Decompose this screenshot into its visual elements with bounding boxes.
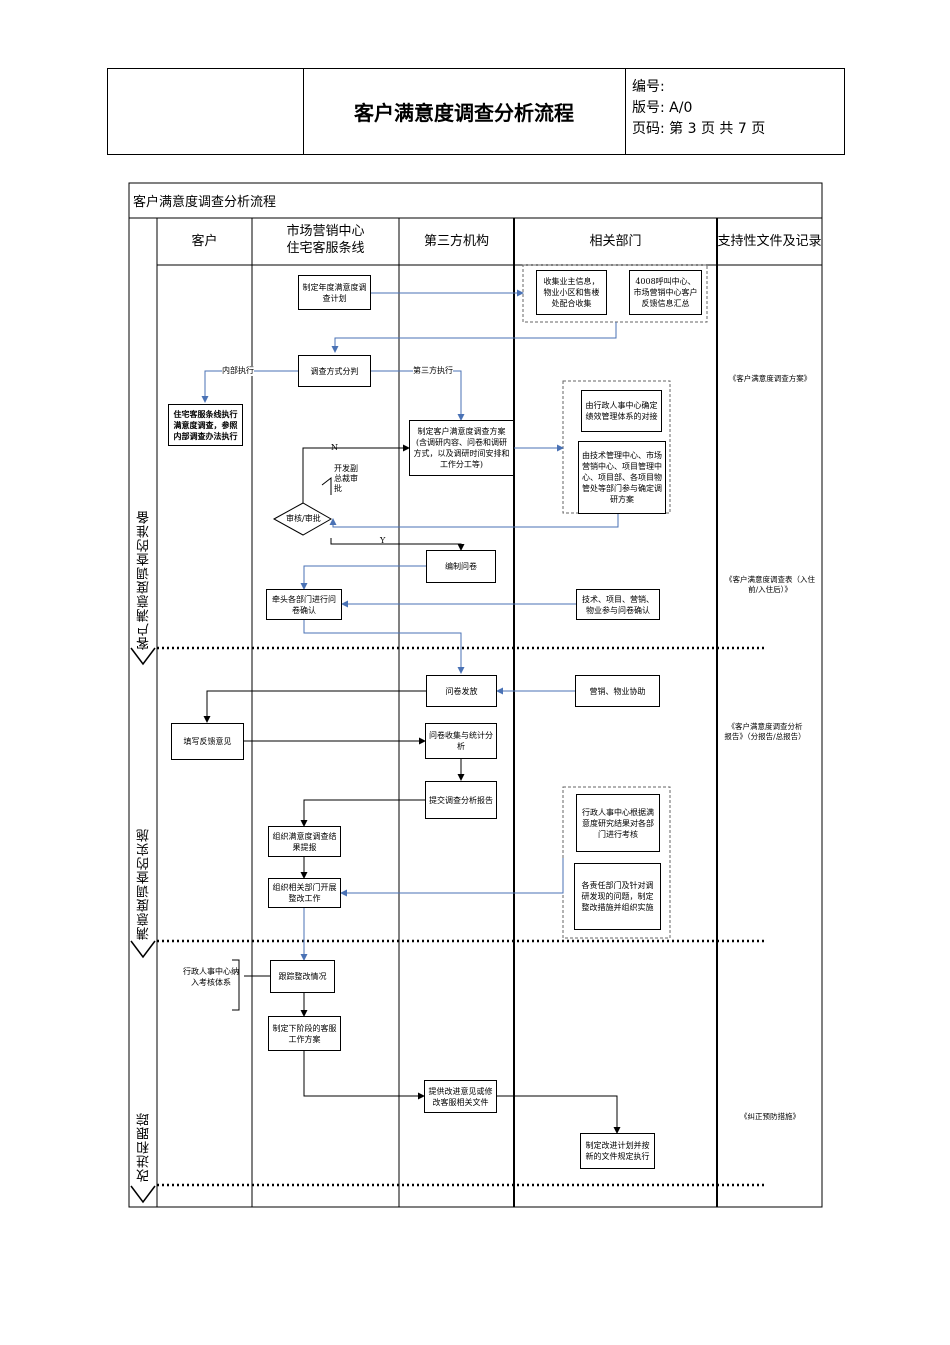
page-label: 页码: <box>632 121 665 137</box>
doc-plan: 《客户满意度调查方案》 <box>728 374 812 383</box>
box-hr-confirm: 由行政人事中心确定绩效管理体系的对接 <box>581 390 662 432</box>
box-collect-stats: 问卷收集与统计分析 <box>425 723 497 759</box>
box-improve-plan: 制定改进计划并按新的文件规定执行 <box>580 1133 655 1169</box>
column-marketing-line2: 住宅客服条线 <box>286 241 365 256</box>
document-title: 客户满意度调查分析流程 <box>303 69 626 154</box>
label-review-approve: 审核/审批 <box>286 514 321 523</box>
label-vp-review: 开发副总裁审批 <box>334 464 364 494</box>
doc-corrective: 《纠正预防措施》 <box>740 1112 800 1121</box>
version-label: 版号: <box>632 100 665 116</box>
column-third-party: 第三方机构 <box>423 234 489 249</box>
phase-preparation: 客户满意度调查的准备 <box>137 510 152 650</box>
version-value: A/0 <box>669 100 693 116</box>
box-collect-owner: 收集业主信息，物业小区和售楼处配合收集 <box>536 270 607 315</box>
box-hr-assess: 行政人事中心根据满意度研究结果对各部门进行考核 <box>576 794 660 852</box>
edge-label-internal: 内部执行 <box>222 366 254 376</box>
box-organize-rectify: 组织相关部门开展整改工作 <box>268 878 341 908</box>
phase-implementation: 满意度调查的实施 <box>137 828 152 940</box>
column-marketing: 市场营销中心 住宅客服条线 <box>252 223 399 257</box>
box-sales-assist: 营销、物业协助 <box>575 675 660 707</box>
box-lead-confirm: 牵头各部门进行问卷确认 <box>266 589 342 620</box>
column-marketing-line1: 市场营销中心 <box>286 224 365 239</box>
doc-questionnaire: 《客户满意度调查表（入住前/入住后）》 <box>725 575 815 594</box>
column-documents: 支持性文件及记录 <box>717 234 822 249</box>
column-departments: 相关部门 <box>589 234 642 249</box>
label-hr-include: 行政人事中心纳入考核体系 <box>183 967 239 987</box>
flowchart-title: 客户满意度调查分析流程 <box>133 195 277 210</box>
document-header: 客户满意度调查分析流程 编号: 版号: A/0 页码: 第 3 页 共 7 页 <box>107 68 845 155</box>
edge-label-no: N <box>331 443 338 452</box>
box-feedback: 填写反馈意见 <box>171 723 244 760</box>
label-vp-review-text: 开发副总裁审批 <box>334 464 358 493</box>
box-dept-questionnaire: 技术、项目、营销、物业参与问卷确认 <box>576 589 660 620</box>
box-report-result: 组织满意度调查结果提报 <box>268 826 341 857</box>
box-survey-plan: 制定客户满意度调查方案(含调研内容、问卷和调研方式，以及调研时间安排和工作分工等… <box>409 420 514 476</box>
page-number: 第 3 页 共 7 页 <box>669 121 766 137</box>
edge-label-yes: Y <box>380 536 386 545</box>
box-next-plan: 制定下阶段的客服工作方案 <box>268 1016 341 1051</box>
box-distribute: 问卷发放 <box>426 675 497 707</box>
decision-diamond <box>272 502 333 536</box>
box-dept-rectify: 各责任部门及针对调研发现的问题，制定整改措施并组织实施 <box>574 863 661 930</box>
doc-report: 《客户满意度调查分析报告》（分报告/总报告） <box>724 722 806 741</box>
box-tech-confirm: 由技术管理中心、市场营销中心、项目管理中心、项目部、各项目物管处等部门参与确定调… <box>578 441 666 514</box>
code-label: 编号: <box>632 79 665 95</box>
edge-label-third: 第三方执行 <box>413 366 453 376</box>
box-track: 跟踪整改情况 <box>270 960 335 993</box>
box-internal-exec: 住宅客服条线执行满意度调查，参照内部调查办法执行 <box>168 404 243 446</box>
box-improve-docs: 提供改进意见或修改客服相关文件 <box>424 1080 497 1113</box>
box-hotline: 4008呼叫中心、市场营销中心客户反馈信息汇总 <box>629 270 702 315</box>
phase-improvement: 改进和跟踪 <box>137 1112 152 1182</box>
box-submit-report: 提交调查分析报告 <box>425 781 497 819</box>
box-annual-plan: 制定年度满意度调查计划 <box>298 275 371 310</box>
column-customer: 客户 <box>191 234 218 249</box>
box-survey-method: 调查方式分判 <box>298 355 371 387</box>
document-meta: 编号: 版号: A/0 页码: 第 3 页 共 7 页 <box>632 77 765 140</box>
header-logo-cell <box>108 69 304 154</box>
box-compile-questionnaire: 编制问卷 <box>426 550 496 583</box>
